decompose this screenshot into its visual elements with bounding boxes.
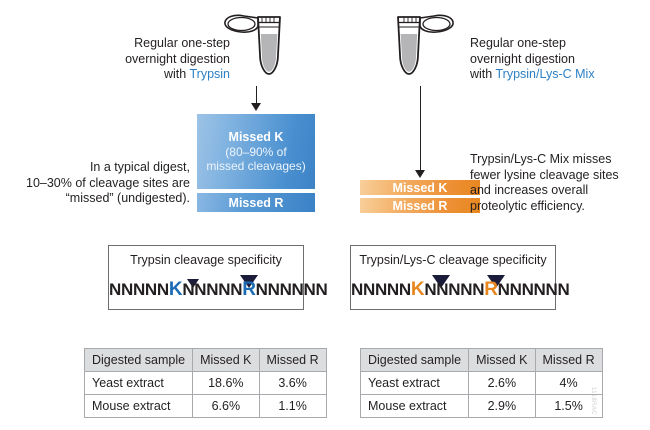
left-sequence: NNNNNKNNNNNRNNNNNN — [109, 279, 328, 301]
right-specificity-title: Trypsin/Lys-C cleavage specificity — [359, 253, 547, 267]
right-k-cleavage-marker-icon — [432, 275, 450, 288]
table-row: Mouse extract 2.9% 1.5% — [359, 394, 603, 418]
right-microtube-icon — [386, 8, 456, 91]
left-table-header-row: Digested sample Missed K Missed R — [83, 348, 327, 372]
left-th-sample: Digested sample — [83, 348, 194, 372]
left-body-line-1: In a typical digest, — [89, 160, 190, 174]
right-row-1-sample: Mouse extract — [359, 394, 470, 418]
left-missed-k-sub-line-1: (80–90% of — [225, 145, 287, 159]
left-th-missed-r: Missed R — [258, 348, 327, 372]
right-intro-line-3: with Trypsin/Lys-C Mix — [470, 67, 645, 83]
left-intro-text: Regular one-step overnight digestion wit… — [60, 36, 230, 83]
left-row-1-sample: Mouse extract — [83, 394, 194, 418]
left-missed-k-sub-line-2: missed cleavages) — [206, 159, 306, 173]
left-row-0-missed-k: 18.6% — [192, 371, 260, 395]
right-r-cleavage-marker-icon — [487, 275, 505, 288]
right-body-line-4: proteolytic efficiency. — [470, 198, 585, 213]
left-intro-line-3: with Trypsin — [60, 67, 230, 83]
right-body-text: Trypsin/Lys-C Mix misses fewer lysine cl… — [470, 152, 650, 214]
left-r-cleavage-marker-icon — [240, 275, 258, 288]
left-residue-k: K — [168, 279, 183, 300]
left-specificity-panel: Trypsin cleavage specificity NNNNNKNNNNN… — [108, 245, 328, 310]
left-missed-r-box: Missed R — [196, 192, 316, 213]
left-missed-k-box: Missed K (80–90% of missed cleavages) — [196, 113, 316, 190]
left-results-table: Digested sample Missed K Missed R Yeast … — [83, 348, 327, 418]
left-intro-line-2: overnight digestion — [125, 51, 230, 66]
right-row-0-sample: Yeast extract — [359, 371, 470, 395]
right-arrow-shaft — [419, 86, 422, 172]
right-body-line-2: fewer lysine cleavage sites — [470, 167, 619, 182]
right-body-line-1: Trypsin/Lys-C Mix misses — [470, 152, 612, 166]
right-seq-part-3: NNNNNN — [497, 280, 570, 299]
right-enzyme-name: Trypsin/Lys-C Mix — [495, 67, 595, 81]
left-specificity-title: Trypsin cleavage specificity — [130, 253, 282, 267]
right-th-missed-r: Missed R — [534, 348, 603, 372]
right-intro-line-1: Regular one-step — [470, 36, 566, 50]
right-seq-part-1: NNNNN — [351, 280, 411, 299]
right-specificity-panel: Trypsin/Lys-C cleavage specificity NNNNN… — [350, 245, 570, 310]
right-arrow-head — [415, 170, 426, 178]
right-residue-k: K — [410, 279, 425, 300]
left-row-0-missed-r: 3.6% — [258, 371, 327, 395]
left-intro-line-1: Regular one-step — [134, 36, 230, 50]
left-body-text: In a typical digest, 10–30% of cleavage … — [20, 160, 190, 207]
right-row-1-missed-k: 2.9% — [468, 394, 536, 418]
left-enzyme-name: Trypsin — [189, 67, 230, 81]
right-missed-k-label: Missed K — [392, 180, 448, 195]
left-residue-r: R — [242, 279, 256, 300]
right-residue-r: R — [484, 279, 498, 300]
right-results-table: Digested sample Missed K Missed R Yeast … — [359, 348, 603, 418]
left-row-0-sample: Yeast extract — [83, 371, 194, 395]
left-missed-k-label: Missed K — [228, 130, 284, 144]
right-intro-line-2: overnight digestion — [470, 51, 575, 66]
left-seq-part-1: NNNNN — [109, 280, 169, 299]
right-row-1-missed-r: 1.5% — [534, 394, 603, 418]
left-arrow-head — [251, 103, 262, 111]
left-row-1-missed-r: 1.1% — [258, 394, 327, 418]
table-row: Mouse extract 6.6% 1.1% — [83, 394, 327, 418]
right-missed-r-label: Missed R — [392, 198, 448, 213]
left-row-1-missed-k: 6.6% — [192, 394, 260, 418]
table-row: Yeast extract 2.6% 4% — [359, 371, 603, 395]
left-missed-r-label: Missed R — [228, 195, 284, 210]
watermark-code: 1118RAC — [590, 387, 596, 415]
left-body-line-3: “missed” (undigested). — [65, 191, 190, 205]
left-seq-part-3: NNNNNN — [255, 280, 328, 299]
right-body-line-3: and increases overall — [470, 183, 589, 197]
left-microtube-icon — [222, 8, 292, 91]
left-arrow-shaft — [255, 86, 258, 105]
right-missed-k-box: Missed K — [360, 180, 480, 195]
right-row-0-missed-k: 2.6% — [468, 371, 536, 395]
right-missed-r-box: Missed R — [360, 198, 480, 213]
left-th-missed-k: Missed K — [192, 348, 260, 372]
left-missed-k-sub: (80–90% of missed cleavages) — [206, 145, 305, 173]
table-row: Yeast extract 18.6% 3.6% — [83, 371, 327, 395]
right-intro-line-3-prefix: with — [470, 67, 496, 81]
right-table-header-row: Digested sample Missed K Missed R — [359, 348, 603, 372]
right-intro-text: Regular one-step overnight digestion wit… — [470, 36, 645, 83]
left-intro-line-3-prefix: with — [164, 67, 190, 81]
right-seq-part-2: NNNNN — [424, 280, 485, 299]
right-th-missed-k: Missed K — [468, 348, 536, 372]
left-body-line-2: 10–30% of cleavage sites are — [26, 175, 190, 190]
left-k-cleavage-marker-icon — [187, 279, 199, 288]
left-seq-part-2: NNNNN — [182, 280, 243, 299]
right-th-sample: Digested sample — [359, 348, 470, 372]
right-sequence: NNNNNKNNNNNRNNNNNN — [351, 279, 570, 301]
